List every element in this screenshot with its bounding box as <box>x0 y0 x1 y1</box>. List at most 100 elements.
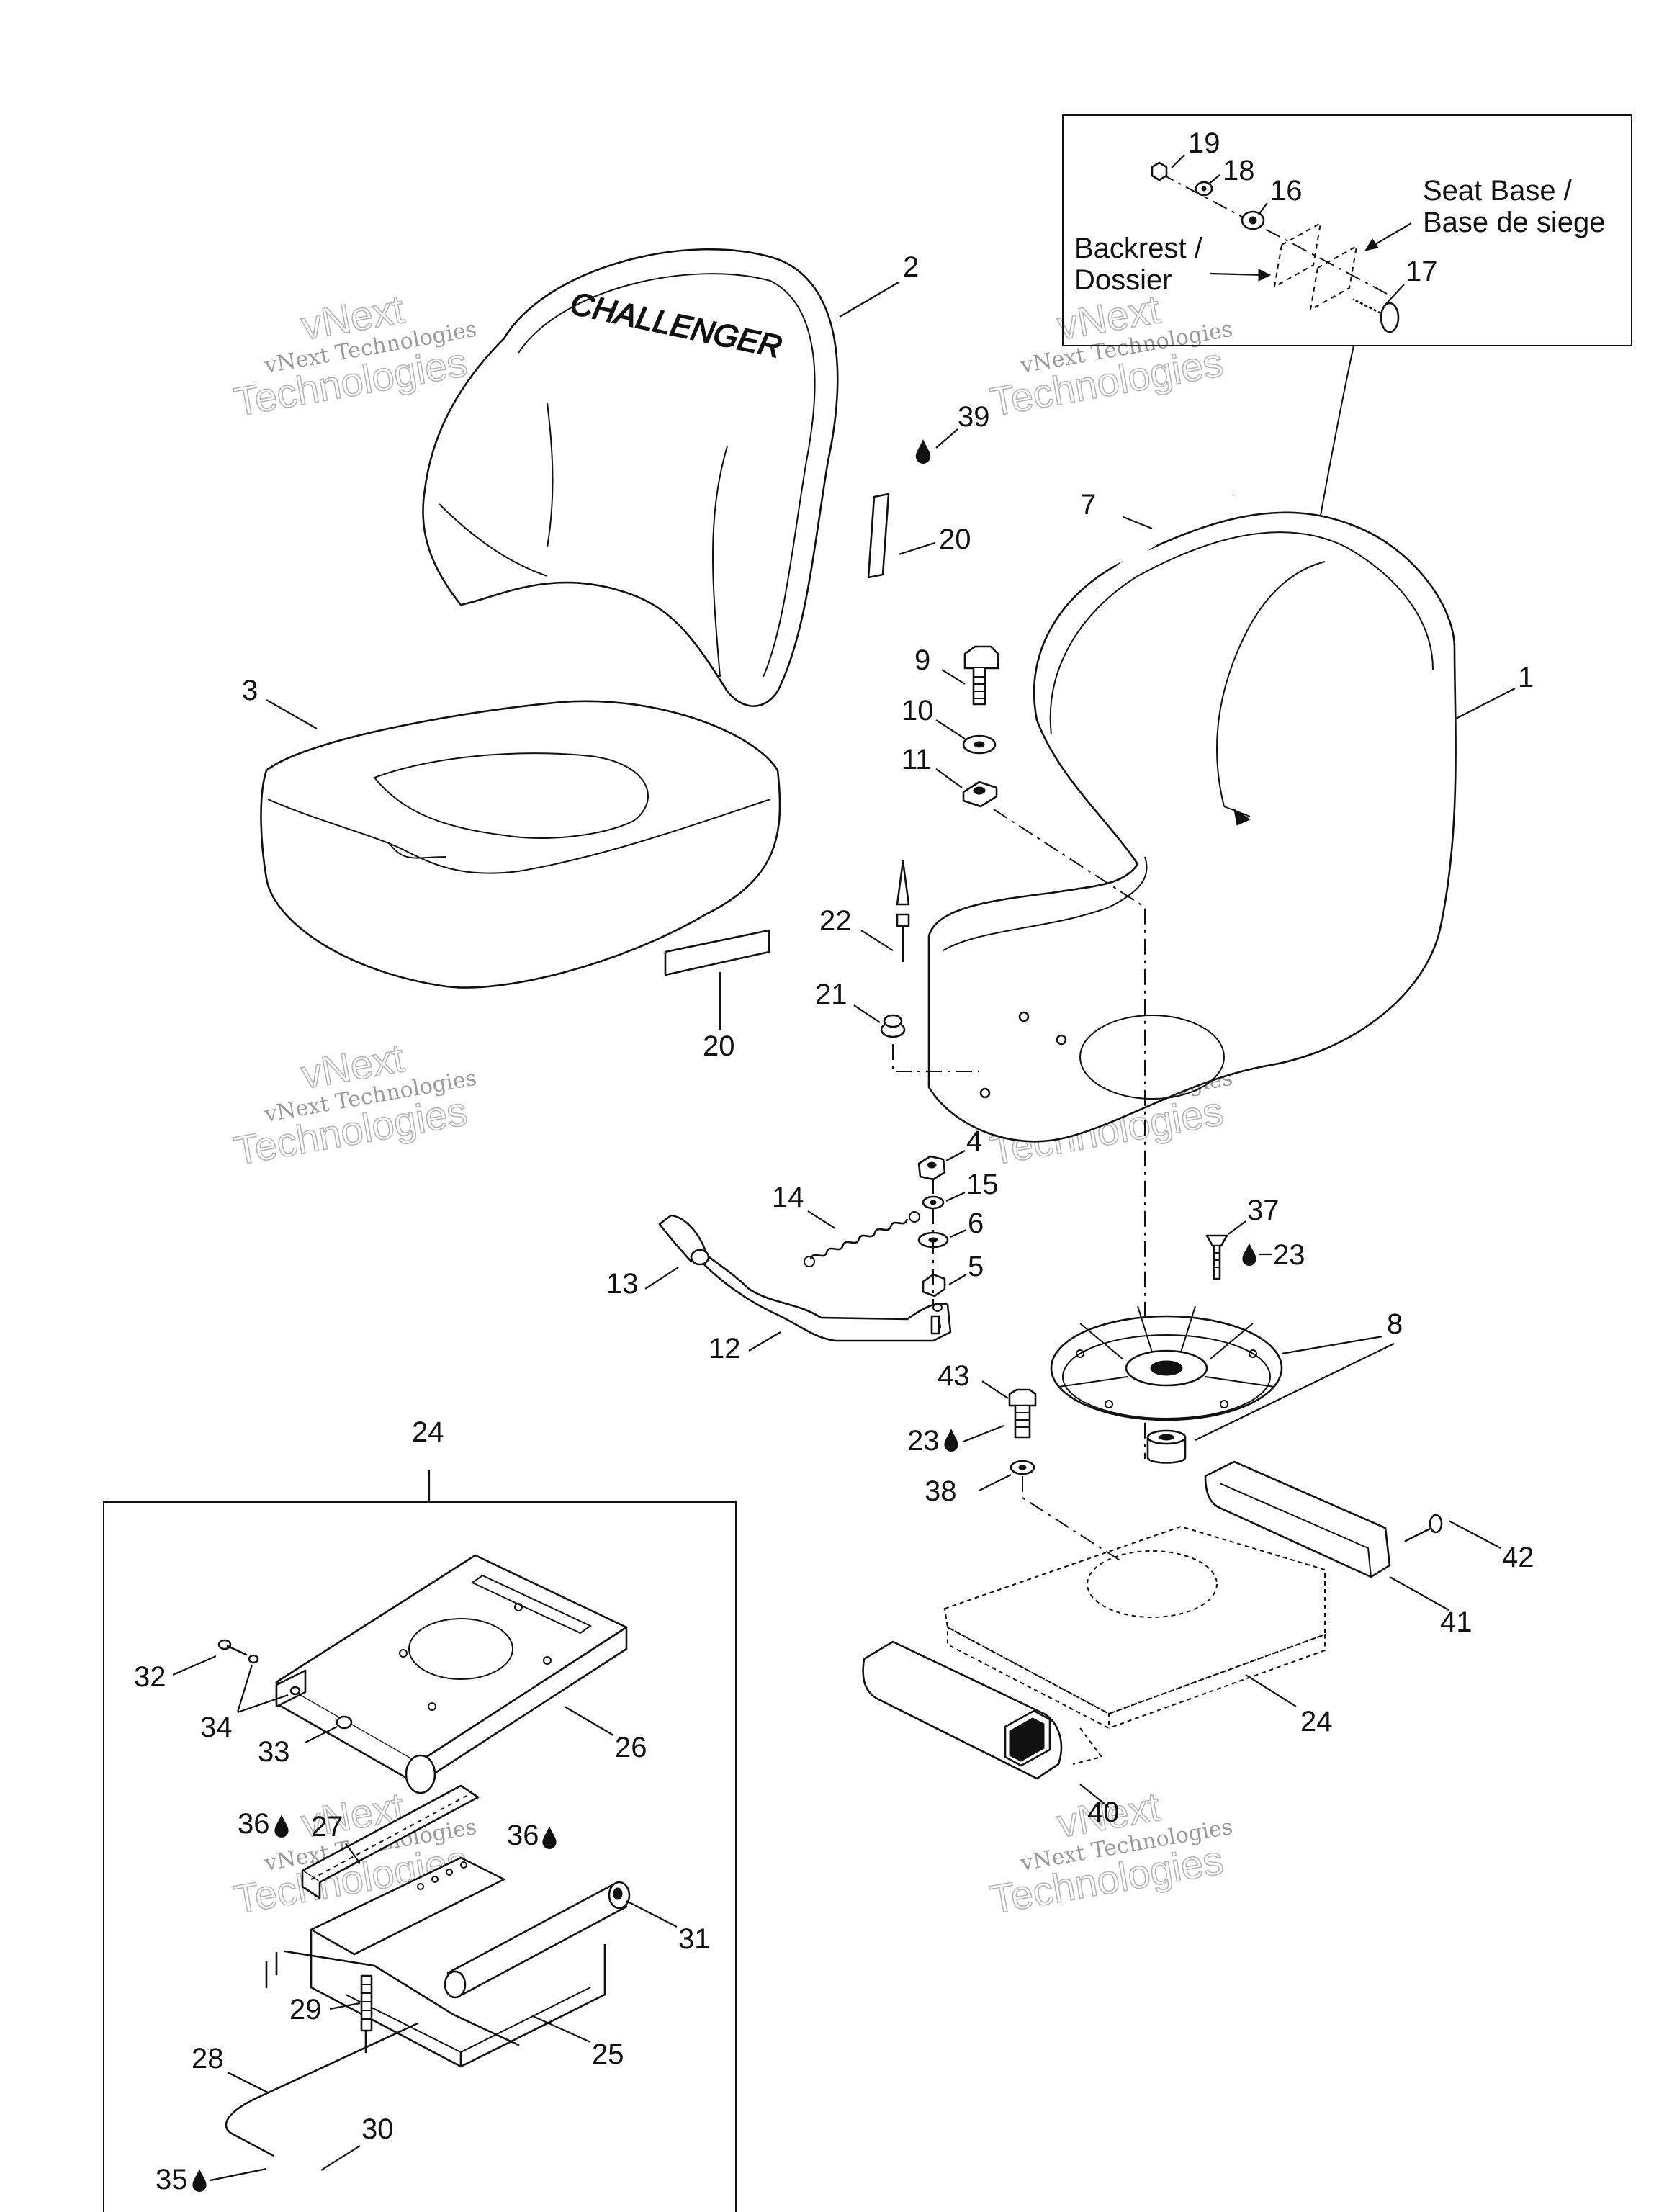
assembly-path <box>1022 1476 1124 1563</box>
callout-14: 14 <box>772 1182 804 1213</box>
leader-10 <box>935 719 966 739</box>
leader-28 <box>227 2072 269 2093</box>
screw-32 <box>217 1639 248 1656</box>
callout-12: 12 <box>709 1333 741 1364</box>
callout-21: 21 <box>815 979 848 1010</box>
callout-22: 22 <box>819 905 852 937</box>
leader-7 <box>1123 516 1153 530</box>
seat-base-label-line: Base de siege <box>1423 207 1606 238</box>
callout-5: 5 <box>968 1251 984 1282</box>
adhesive-drop-icon <box>915 439 931 464</box>
watermark-group: vNext vNext Technologies Technologies <box>230 285 479 425</box>
callout-30: 30 <box>361 2113 394 2145</box>
seat-cushion <box>260 700 781 989</box>
leader-27 <box>345 1843 361 1864</box>
callout-40: 40 <box>1087 1797 1120 1828</box>
lower-frame-25 <box>310 1856 606 2068</box>
callout-31: 31 <box>678 1923 711 1955</box>
callout-6: 6 <box>968 1208 984 1239</box>
callout-24b: 24 <box>1300 1706 1333 1737</box>
adjuster-handle-28 <box>225 2022 419 2180</box>
seat-base-label: Seat Base / Base de siege <box>1423 175 1606 238</box>
slide-rail-27 <box>301 1784 480 1899</box>
suspension-detail-inset: 24 26 32 34 33 <box>103 1416 737 2212</box>
callout-36b: 36 <box>507 1820 539 1851</box>
callout-43: 43 <box>938 1360 970 1392</box>
nut-33 <box>336 1715 353 1730</box>
leader-2 <box>839 282 899 318</box>
watermark-group: vNext vNext Technologies Technologies <box>230 1034 479 1174</box>
callout-4: 4 <box>966 1125 982 1157</box>
leader-21 <box>853 1004 881 1023</box>
callout-8: 8 <box>1387 1308 1403 1340</box>
callout-24a: 24 <box>412 1416 444 1448</box>
callout-16: 16 <box>1270 175 1303 207</box>
callout-10: 10 <box>902 695 934 727</box>
callout-2: 2 <box>903 251 919 283</box>
seat-base-label-line: Seat Base / <box>1423 175 1573 207</box>
arrowhead <box>1364 238 1379 251</box>
leader-9 <box>941 669 966 685</box>
bolt-42 <box>1404 1514 1443 1542</box>
callout-20a: 20 <box>939 523 971 555</box>
nut-4 <box>917 1155 946 1181</box>
callout-27: 27 <box>311 1811 343 1843</box>
backrest-label: Backrest / Dossier <box>1074 233 1203 296</box>
backrest-arrow <box>1209 272 1267 276</box>
leader-37 <box>1228 1220 1246 1235</box>
spring-14 <box>804 1211 920 1267</box>
callout-17: 17 <box>1406 256 1438 287</box>
leader-24b <box>1245 1674 1297 1707</box>
leader-20a <box>898 541 935 556</box>
callout-42: 42 <box>1502 1542 1534 1573</box>
washer-18 <box>1195 181 1213 197</box>
leader-19 <box>1171 154 1185 168</box>
callout-28: 28 <box>192 2043 224 2074</box>
callout-9: 9 <box>914 644 930 676</box>
leader-5 <box>948 1274 967 1285</box>
callout-36a: 36 <box>238 1808 270 1840</box>
callout-29: 29 <box>289 1994 322 2026</box>
callout-19: 19 <box>1188 127 1220 159</box>
spring-pin-29 <box>360 1974 373 2054</box>
watermark-group: vNext vNext Technologies Technologies <box>986 285 1235 425</box>
callout-15: 15 <box>966 1169 999 1200</box>
threadlocker-drop-icon <box>1242 1243 1256 1266</box>
leader-3 <box>266 699 318 729</box>
arrowhead <box>1258 269 1272 282</box>
leader-8 <box>1195 1343 1395 1441</box>
leader-14 <box>807 1210 836 1229</box>
watermark-group: vNext vNext Technologies Technologies <box>986 1783 1235 1923</box>
assembly-path <box>993 809 1146 1459</box>
leader-39 <box>935 428 958 449</box>
seat-suspension-24 <box>943 1525 1326 1765</box>
callout-41: 41 <box>1440 1606 1473 1638</box>
backrest-label-line: Backrest / <box>1074 233 1203 264</box>
adjuster-rod <box>265 1950 520 2046</box>
callout-23a: 23 <box>1273 1239 1305 1271</box>
leader-33 <box>305 1726 338 1743</box>
tube-31 <box>444 1881 631 1999</box>
leader-38 <box>979 1474 1012 1491</box>
leader-23b <box>963 1424 1004 1443</box>
grease-drop-icon <box>274 1815 289 1838</box>
callout-38: 38 <box>925 1475 957 1507</box>
grease-drop-icon <box>192 2169 207 2192</box>
swivel-lever-12 <box>668 1223 952 1342</box>
leader-30 <box>320 2145 361 2171</box>
callout-23b: 23 <box>907 1425 940 1457</box>
leader-12 <box>748 1331 781 1352</box>
leader-15 <box>945 1192 966 1202</box>
bolt-17 <box>1352 297 1400 333</box>
washer-11 <box>962 781 998 808</box>
washer-10 <box>962 734 997 755</box>
callout-11: 11 <box>902 744 932 775</box>
leader-4 <box>945 1150 966 1161</box>
grease-drop-icon <box>542 1826 557 1849</box>
fastener-detail-inset: Seat Base / Base de siege Backrest / Dos… <box>1062 114 1632 894</box>
callout-34: 34 <box>200 1712 233 1743</box>
top-plate-26 <box>275 1554 628 1794</box>
callout-18: 18 <box>1223 155 1255 186</box>
callout-32: 32 <box>134 1661 166 1693</box>
callout-35: 35 <box>156 2164 188 2195</box>
